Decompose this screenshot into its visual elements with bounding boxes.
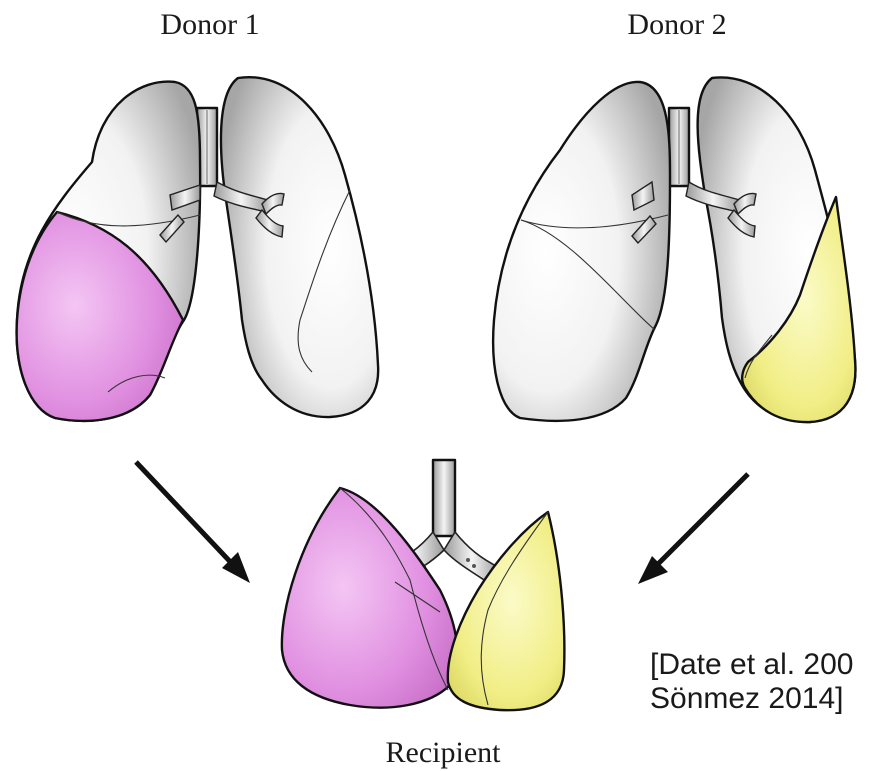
donor-2-lungs <box>493 77 855 422</box>
donor-2-right-lung <box>493 82 670 421</box>
citation-line-2: Sönmez 2014] <box>650 682 843 715</box>
donor-2-left-lung <box>686 77 855 422</box>
citation-line-1: [Date et al. 200 <box>650 648 853 681</box>
recipient-label: Recipient <box>386 736 502 769</box>
arrow-right <box>638 474 748 584</box>
arrow-left <box>136 462 250 583</box>
recipient-lungs <box>282 460 565 710</box>
donor-1-right-lung <box>17 82 200 421</box>
donor-2-label: Donor 2 <box>627 8 726 41</box>
donor-2-trachea <box>669 108 689 186</box>
donor-1-lungs <box>17 77 379 421</box>
recipient-yellow-graft <box>448 512 565 710</box>
donor-1-label: Donor 1 <box>160 8 259 41</box>
recipient-pink-graft <box>282 488 458 708</box>
donor-1-left-lung <box>214 77 378 417</box>
